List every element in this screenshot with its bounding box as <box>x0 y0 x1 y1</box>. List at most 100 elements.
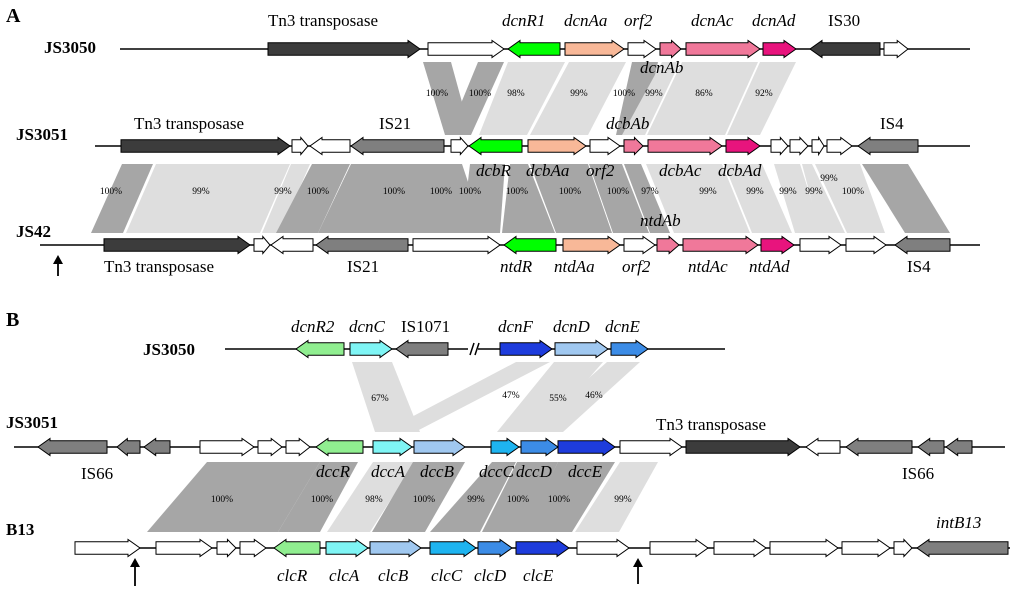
identity-label-b-identities_top-3: 55% <box>549 394 567 404</box>
tn3-transposase-js3051 <box>120 136 291 156</box>
identity-label-a-identities_bottom-8: 100% <box>506 187 528 197</box>
dccD-gene <box>520 437 559 457</box>
orf-js3051b-6 <box>619 437 683 457</box>
identity-band-24 <box>815 164 885 233</box>
identity-band-36 <box>524 462 615 532</box>
identity-label-b-identities_bottom-3: 98% <box>365 495 383 505</box>
identity-band-25 <box>862 164 950 233</box>
ntdAc-gene <box>682 235 759 255</box>
identity-band-34 <box>430 462 516 532</box>
label-dccE: dccE <box>568 462 603 481</box>
identity-band-29 <box>528 362 640 432</box>
identity-label-a-identities_bottom-11: 97% <box>641 187 659 197</box>
label-is4-js3051: IS4 <box>880 114 904 133</box>
identity-label-a-identities_bottom-4: 100% <box>307 187 329 197</box>
identity-band-15 <box>462 164 505 233</box>
label-dccA: dccA <box>371 462 406 481</box>
identity-label-a-identities_bottom-3: 99% <box>274 187 292 197</box>
is21-js42-gene <box>315 235 409 255</box>
orf-js3051b-2 <box>143 437 171 457</box>
identity-label-a-identities_bottom-6: 100% <box>430 187 452 197</box>
clcR-gene <box>273 538 321 558</box>
identity-label-a-identities_bottom-2: 99% <box>192 187 210 197</box>
identity-label-a-identities_bottom-5: 100% <box>383 187 405 197</box>
clcC-gene <box>429 538 477 558</box>
identity-label-a-identities_bottom-7: 100% <box>459 187 481 197</box>
label-is30: IS30 <box>828 11 860 30</box>
dcnE-gene <box>610 339 649 359</box>
dcnAc-gene <box>685 39 761 59</box>
identity-label-b-identities_bottom-8: 99% <box>614 495 632 505</box>
orf-b13-7 <box>713 538 767 558</box>
orf-b13-1 <box>74 538 141 558</box>
orf-js42-4 <box>799 235 842 255</box>
orf-js42-5 <box>845 235 887 255</box>
dcnD-gene <box>554 339 609 359</box>
label-ntdAc: ntdAc <box>688 257 728 276</box>
is66-left-gene <box>37 437 108 457</box>
dcnAd-gene <box>762 39 797 59</box>
orf-js3051b-3 <box>199 437 255 457</box>
label-orf2-js3051: orf2 <box>586 161 615 180</box>
orf-js3051b-4 <box>257 437 283 457</box>
label-clcR: clcR <box>277 566 308 585</box>
strain-js3050-b: JS3050 <box>143 340 195 359</box>
label-dccC: dccC <box>479 462 515 481</box>
identity-label-a-identities_bottom-17: 100% <box>842 187 864 197</box>
label-intB13: intB13 <box>936 513 981 532</box>
dcnR2-gene <box>295 339 345 359</box>
identity-band-32 <box>327 462 415 532</box>
orf2-js3050-gene <box>627 39 657 59</box>
label-is4-js42: IS4 <box>907 257 931 276</box>
label-dcnF: dcnF <box>498 317 534 336</box>
label-dcbAb: dcbAb <box>606 114 649 133</box>
identity-band-23 <box>802 164 845 233</box>
is4-js42-gene <box>894 235 951 255</box>
clcA-gene <box>325 538 369 558</box>
identity-band-8 <box>727 62 796 135</box>
identity-band-30 <box>147 462 320 532</box>
identity-band-22 <box>774 164 822 233</box>
identity-band-26 <box>352 362 420 432</box>
orf-js3051b-5 <box>285 437 311 457</box>
label-orf2-js3050: orf2 <box>624 11 653 30</box>
orf-js3051-4 <box>770 136 789 156</box>
label-ntdR: ntdR <box>500 257 533 276</box>
orf-b13-3 <box>216 538 237 558</box>
identity-label-b-identities_bottom-7: 100% <box>548 495 570 505</box>
label-tn3-js42: Tn3 transposase <box>104 257 214 276</box>
label-tn3-js3050: Tn3 transposase <box>268 11 378 30</box>
orf-b13-2 <box>155 538 213 558</box>
dccE-gene <box>557 437 616 457</box>
dcbAd-gene <box>725 136 761 156</box>
identity-label-a-identities_top-1: 100% <box>426 89 448 99</box>
orf-b13-9 <box>841 538 891 558</box>
label-clcB: clcB <box>378 566 409 585</box>
label-tn3-b: Tn3 transposase <box>656 415 766 434</box>
identity-label-a-identities_bottom-13: 99% <box>746 187 764 197</box>
orf-js3051b-1 <box>116 437 141 457</box>
clcD-gene <box>477 538 513 558</box>
identity-label-a-identities_top-5: 100% <box>613 89 635 99</box>
orf-js3051-1 <box>291 136 309 156</box>
identity-label-a-identities_top-8: 92% <box>755 89 773 99</box>
identity-label-a-identities_bottom-9: 100% <box>559 187 581 197</box>
identity-label-a-identities_top-4: 99% <box>570 89 588 99</box>
orf-js3051b-8 <box>917 437 945 457</box>
orf-b13-6 <box>649 538 709 558</box>
identity-band-2 <box>448 62 504 135</box>
strain-js42-a: JS42 <box>16 222 51 241</box>
orf-b13-4 <box>239 538 267 558</box>
identity-label-b-identities_top-2: 47% <box>502 391 520 401</box>
identity-band-13 <box>318 164 450 233</box>
identity-label-a-identities_bottom-12: 99% <box>699 187 717 197</box>
dcnC-gene <box>349 339 393 359</box>
strain-js3050-a: JS3050 <box>44 38 96 57</box>
identity-band-11 <box>262 164 310 233</box>
label-dccR: dccR <box>316 462 351 481</box>
dcnF-gene <box>499 339 553 359</box>
identity-band-5 <box>616 62 658 135</box>
orf-b13-8 <box>769 538 839 558</box>
label-ntdAa: ntdAa <box>554 257 595 276</box>
